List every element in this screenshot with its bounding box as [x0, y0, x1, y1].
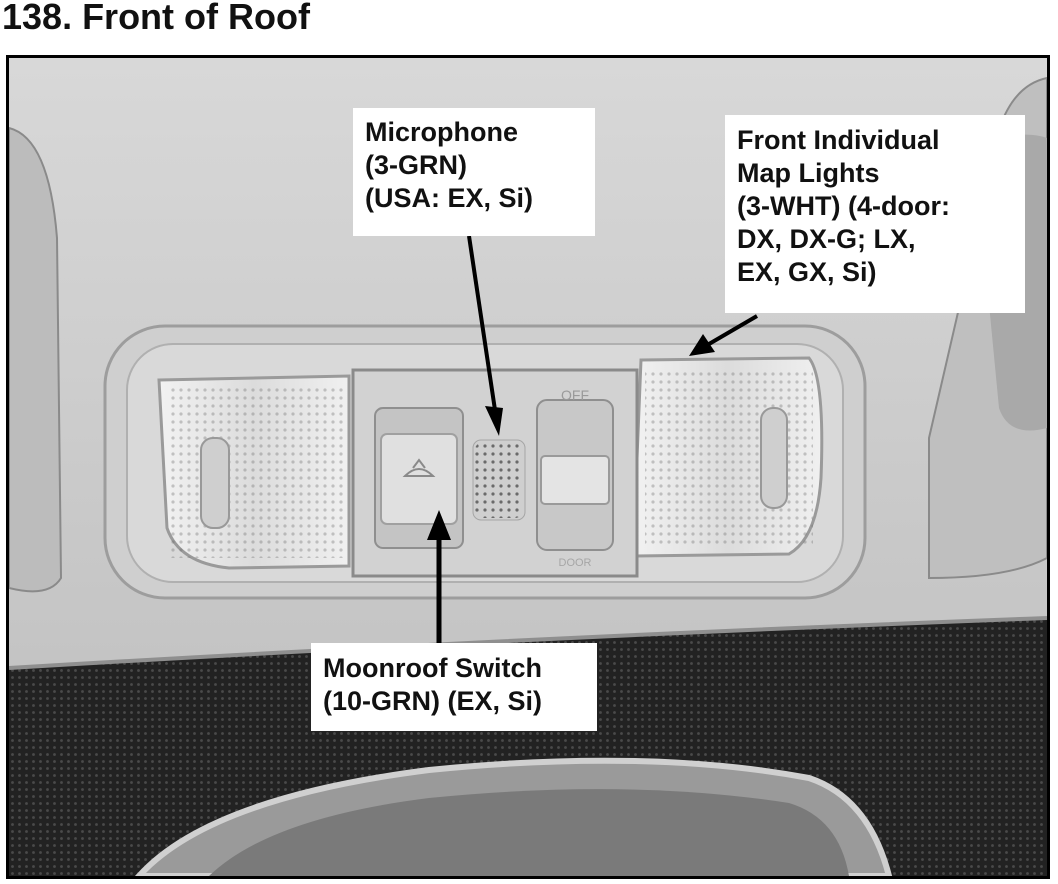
arrow-map-lights [689, 314, 759, 356]
figure-title: 138. Front of Roof [2, 0, 310, 37]
callout-line: (3-WHT) (4-door: [737, 191, 950, 221]
callout-line: (10-GRN) (EX, Si) [323, 686, 543, 716]
callout-moonroof-switch: Moonroof Switch (10-GRN) (EX, Si) [311, 643, 597, 731]
callout-map-lights: Front Individual Map Lights (3-WHT) (4-d… [725, 115, 1025, 313]
switch-label-door: DOOR [559, 557, 592, 569]
switch-label-off: OFF [561, 387, 589, 403]
callout-line: EX, GX, Si) [737, 257, 877, 287]
sun-visor-left [9, 126, 63, 593]
arrow-moonroof-switch [427, 510, 451, 646]
callout-line: DX, DX-G; LX, [737, 224, 916, 254]
map-light-switch-knob[interactable] [540, 455, 610, 505]
callout-line: (3-GRN) [365, 150, 467, 180]
roof-photo: OFF DOOR Microphone (3-GRN) (USA: EX, Si… [6, 55, 1050, 879]
callout-line: (USA: EX, Si) [365, 183, 534, 213]
arrow-microphone [467, 235, 503, 436]
callout-line: Map Lights [737, 158, 880, 188]
callout-line: Microphone [365, 117, 518, 147]
callout-line: Moonroof Switch [323, 653, 542, 683]
callout-microphone: Microphone (3-GRN) (USA: EX, Si) [353, 108, 595, 236]
callout-line: Front Individual [737, 125, 940, 155]
moonroof-symbol-icon [402, 468, 436, 477]
